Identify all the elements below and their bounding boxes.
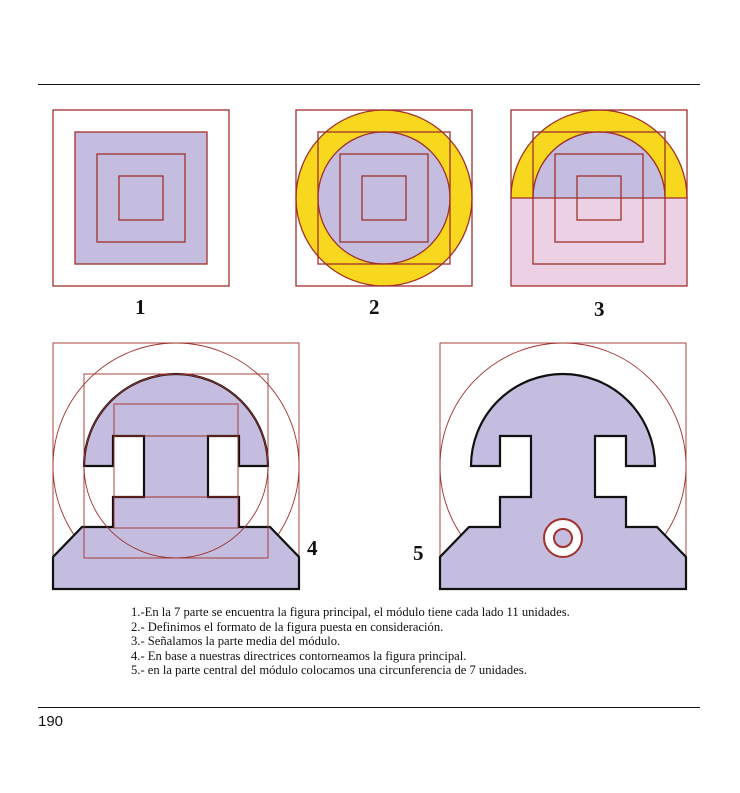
fig1-middle-square <box>96 153 186 243</box>
fig4-main-shape <box>51 372 301 591</box>
diagram-canvas <box>51 109 688 591</box>
fig2-middle-square <box>339 153 429 243</box>
fig2-lavender-disc <box>317 131 451 265</box>
figure-2-label: 2 <box>369 295 380 319</box>
fig1-outer-square <box>52 109 230 287</box>
caption-line: 5.- en la parte central del módulo coloc… <box>131 663 527 677</box>
figure-4-label: 4 <box>307 536 318 560</box>
fig1-lavender-square <box>74 131 208 265</box>
caption-line: 2.- Definimos el formato de la figura pu… <box>131 619 444 634</box>
fig3-outer-square <box>510 109 688 287</box>
bottom-rule <box>38 707 700 708</box>
caption-line: 1.-En la 7 parte se encuentra la figura … <box>131 605 570 619</box>
figure-2 <box>295 109 473 287</box>
fig3-middle-square <box>554 153 644 243</box>
fig3-inner-square <box>576 175 622 221</box>
figure-3-label: 3 <box>594 297 605 321</box>
figure-4 <box>51 342 301 591</box>
fig2-inner-square <box>361 175 407 221</box>
fig2-outer-square <box>295 109 473 287</box>
fig1-inner-square <box>118 175 164 221</box>
figure-5-label: 5 <box>413 541 424 565</box>
fig2-large-square <box>317 131 451 265</box>
caption-line: 3.- Señalamos la parte media del módulo. <box>131 634 341 648</box>
fig3-large-square <box>532 131 666 265</box>
caption-list: 1.-En la 7 parte se encuentra la figura … <box>131 605 691 678</box>
fig5-main-shape <box>438 372 688 591</box>
figure-3 <box>510 109 688 287</box>
figure-1 <box>52 109 230 287</box>
top-rule <box>38 84 700 85</box>
page-number: 190 <box>38 713 64 730</box>
fig5-center-ring-inner <box>553 528 573 548</box>
caption-line: 4.- En base a nuestras directrices conto… <box>131 648 467 663</box>
figure-1-label: 1 <box>135 295 146 319</box>
fig4-inner-circle <box>83 373 269 559</box>
fig4-guide-square-middle <box>113 403 239 529</box>
figure-5 <box>438 342 688 591</box>
